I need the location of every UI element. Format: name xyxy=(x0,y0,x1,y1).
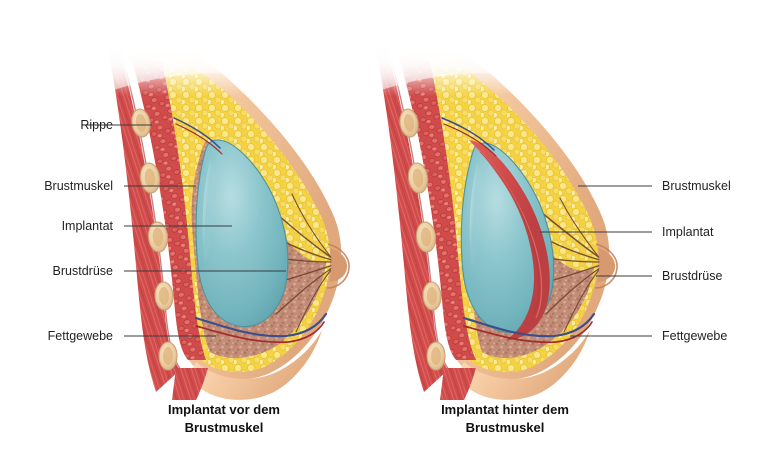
areola-right xyxy=(594,243,618,289)
annotation-left-brustdrüse: Brustdrüse xyxy=(53,264,286,278)
ribs-left xyxy=(131,108,178,371)
annotation-label: Fettgewebe xyxy=(48,329,113,343)
rib-cross-section xyxy=(426,341,446,371)
rib-cross-section xyxy=(139,162,161,194)
implant-sheen-left xyxy=(202,160,217,264)
panel-right-submuscular xyxy=(364,40,618,400)
rib-cross-section xyxy=(154,281,174,311)
pectoral-deep-right xyxy=(399,56,476,360)
top-fade-diag-right xyxy=(364,40,608,108)
areola-left xyxy=(326,243,350,289)
annotation-label: Implantat xyxy=(662,225,714,239)
annotation-right-implantat: Implantat xyxy=(540,225,714,239)
caption-line-1: Implantat vor dem xyxy=(168,402,280,417)
annotation-label: Fettgewebe xyxy=(662,329,727,343)
nipple-right xyxy=(597,248,616,282)
rib-cross-section xyxy=(158,341,178,371)
rib-cross-section xyxy=(415,221,437,253)
nipple-left xyxy=(329,248,348,282)
pectoral-muscle-left xyxy=(131,56,206,360)
annotation-layer: RippeBrustmuskelImplantatBrustdrüseFettg… xyxy=(44,118,731,343)
blood-vessels-left xyxy=(173,117,328,344)
blood-vessels-right xyxy=(441,117,596,344)
caption-line-2: Brustmuskel xyxy=(185,420,264,435)
annotation-left-implantat: Implantat xyxy=(62,219,232,233)
rib-cross-section xyxy=(131,108,151,138)
rib-cross-section xyxy=(407,162,429,194)
rib-cross-section xyxy=(147,221,169,253)
pectoral-muscle-striae2-right xyxy=(479,151,540,315)
rib-cross-section xyxy=(399,108,419,138)
annotation-right-brustdrüse: Brustdrüse xyxy=(596,269,722,283)
annotation-label: Brustmuskel xyxy=(44,179,113,193)
abdomen-wall-right xyxy=(440,368,476,400)
annotation-label: Rippe xyxy=(80,118,113,132)
inframammary-fold-right xyxy=(460,330,590,400)
annotation-left-brustmuskel: Brustmuskel xyxy=(44,179,196,193)
ribs-right xyxy=(399,108,446,371)
caption-line-1: Implantat hinter dem xyxy=(441,402,569,417)
top-fade-diag-left xyxy=(96,40,340,108)
annotation-label: Implantat xyxy=(62,219,114,233)
caption-line-2: Brustmuskel xyxy=(466,420,545,435)
rib-cross-section xyxy=(422,281,442,311)
annotation-label: Brustmuskel xyxy=(662,179,731,193)
annotation-right-fettgewebe: Fettgewebe xyxy=(570,329,727,343)
annotation-left-rippe: Rippe xyxy=(80,118,152,132)
annotation-left-fettgewebe: Fettgewebe xyxy=(48,329,216,343)
implant-left xyxy=(195,139,289,328)
annotation-right-brustmuskel: Brustmuskel xyxy=(578,179,731,193)
implant-sheen-right xyxy=(469,163,484,268)
annotation-label: Brustdrüse xyxy=(53,264,113,278)
annotation-label: Brustdrüse xyxy=(662,269,722,283)
panel-left-subglandular xyxy=(96,40,350,400)
inframammary-fold-left xyxy=(192,330,322,400)
abdomen-wall-left xyxy=(172,368,208,400)
